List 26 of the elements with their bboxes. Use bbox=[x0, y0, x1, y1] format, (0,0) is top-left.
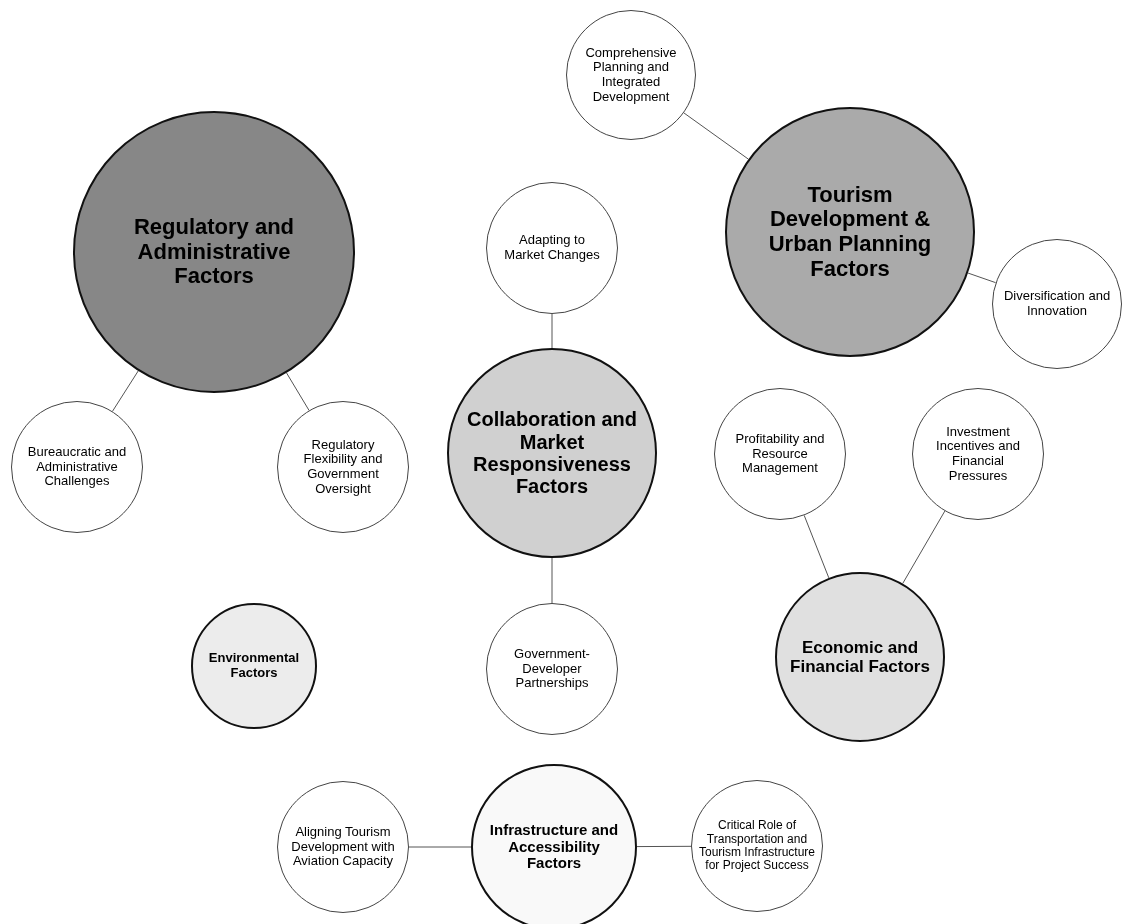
circle-label: Adapting to Market Changes bbox=[503, 233, 601, 263]
circle-label: Collaboration and Market Responsiveness Factors bbox=[466, 408, 638, 498]
circle-label: Government-Developer Partnerships bbox=[513, 647, 591, 691]
connector-line bbox=[551, 557, 553, 604]
connector-line bbox=[803, 514, 830, 579]
circle-label: Regulatory Flexibility and Government Oversight bbox=[302, 437, 384, 497]
circle-label: Bureaucratic and Administrative Challenges bbox=[26, 445, 128, 489]
connector-line bbox=[551, 313, 553, 349]
circle-label: Aligning Tourism Development with Aviation Capacity bbox=[290, 825, 396, 869]
circle-label: Infrastructure and Accessibility Factors bbox=[488, 821, 620, 873]
circle-label: Critical Role of Transportation and Tourism Infrastructure for Project Success bbox=[698, 819, 816, 873]
circle-label: Environmental Factors bbox=[207, 651, 301, 681]
connector-line bbox=[636, 845, 692, 848]
circle-label: Tourism Development & Urban Planning Factors bbox=[767, 182, 933, 282]
circle-label: Economic and Financial Factors bbox=[790, 637, 930, 677]
connector-line bbox=[408, 846, 472, 848]
connector-line bbox=[111, 370, 139, 412]
circle-label: Regulatory and Administrative Factors bbox=[132, 215, 296, 289]
circle-label: Investment Incentives and Financial Pressures bbox=[935, 424, 1021, 484]
circle-label: Comprehensive Planning and Integrated Development bbox=[584, 45, 678, 105]
circle-label: Profitability and Resource Management bbox=[734, 432, 826, 476]
connector-line bbox=[683, 112, 749, 160]
connector-line bbox=[286, 372, 310, 411]
circle-label: Diversification and Innovation bbox=[1002, 289, 1112, 319]
connector-line bbox=[967, 272, 997, 284]
connector-line bbox=[902, 510, 946, 584]
